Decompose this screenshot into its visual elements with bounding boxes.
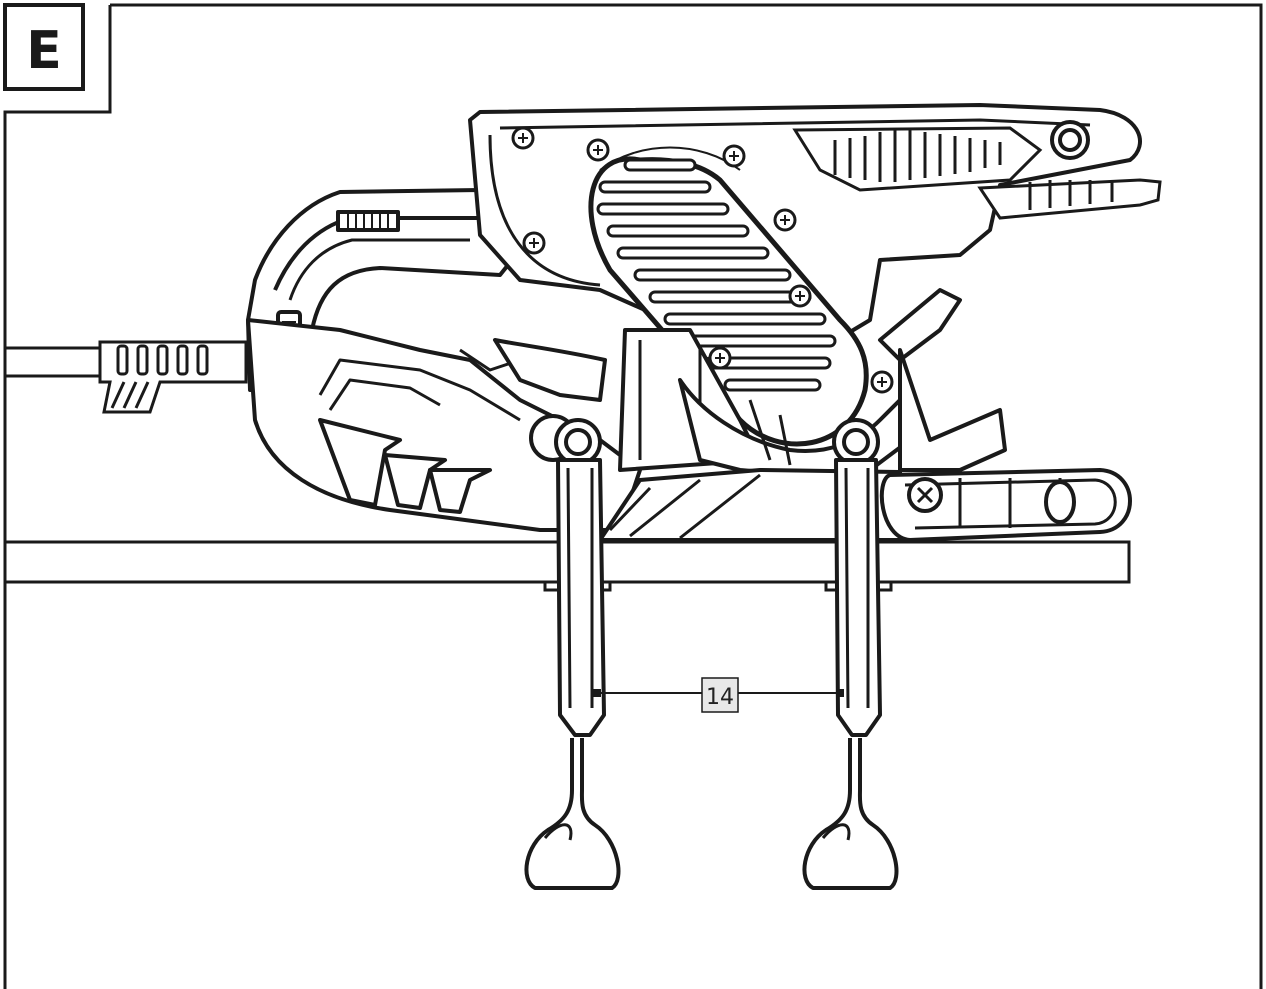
callout-label: 14 (706, 685, 734, 710)
top-vents (792, 126, 1043, 192)
clamp-right (802, 418, 899, 890)
callout-14: 14 (701, 677, 739, 713)
clamp-left (524, 414, 621, 890)
front-knob (879, 468, 1132, 542)
sanding-base (598, 468, 907, 542)
grip-body (246, 318, 642, 532)
figure-label: E (26, 21, 62, 81)
front-lever (977, 178, 1162, 220)
figure-label-box: E (3, 3, 85, 91)
vent-cover (588, 146, 869, 447)
power-cord (5, 340, 248, 414)
lower-housing (618, 288, 1007, 477)
